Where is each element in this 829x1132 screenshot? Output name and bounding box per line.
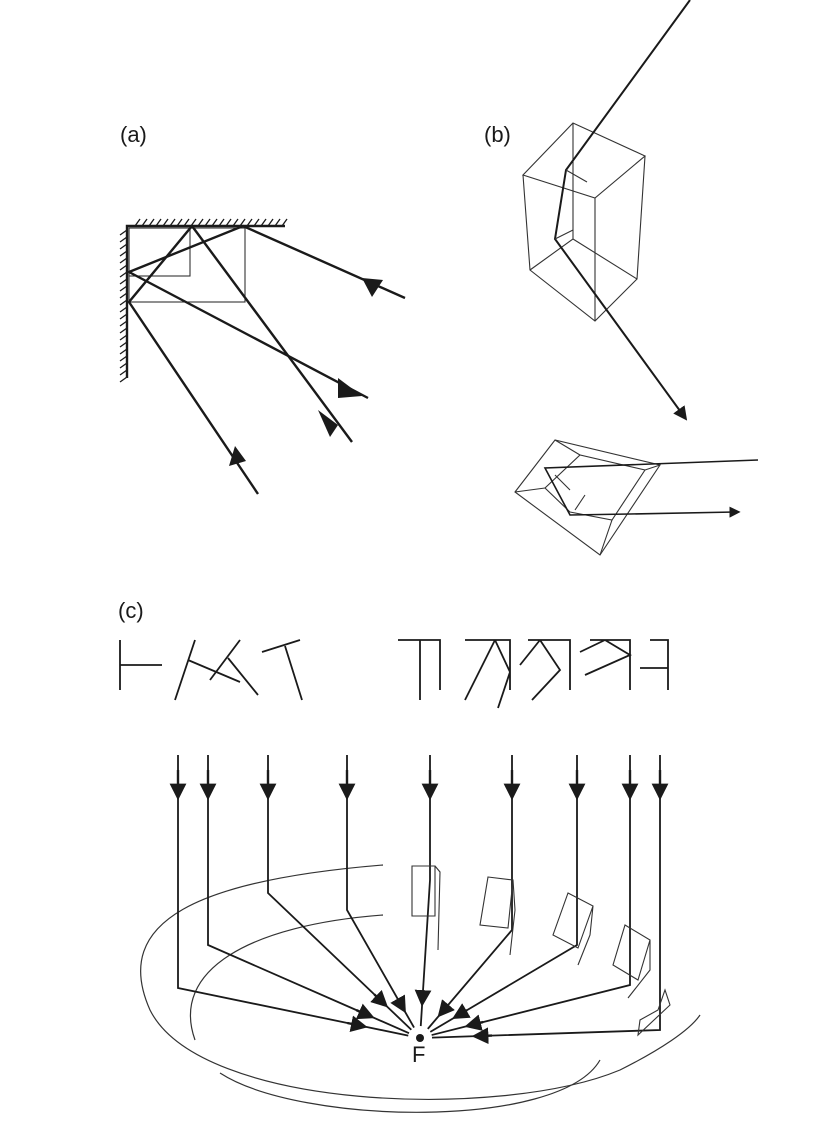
corner-cube-3d: [514, 0, 759, 556]
prism-edges: [514, 439, 661, 556]
arrowhead-icon: [318, 410, 338, 437]
incoming-ray: [346, 755, 415, 1029]
focus-point: [416, 1034, 424, 1042]
prism-ray-out: [629, 506, 741, 518]
mirror-corner: [125, 224, 285, 378]
incoming-ray: [207, 755, 410, 1035]
ray-arrow-icon: [452, 1003, 471, 1020]
arrowhead-icon: [229, 446, 246, 466]
ray-arrow-icon: [414, 989, 432, 1007]
arrowhead-icon: [362, 278, 383, 297]
incoming-ray: [431, 755, 661, 1039]
rim-ellipse: [219, 1059, 601, 1113]
cube-ray: [553, 0, 691, 421]
ray-arrow-icon: [464, 1014, 484, 1031]
focus-label: F: [412, 1042, 426, 1067]
outer-ellipse: [140, 864, 701, 1100]
ray-arrow-icon: [347, 1015, 368, 1033]
retroreflector-array: [140, 755, 701, 1113]
reflector-1: [411, 865, 441, 951]
reflector-5: [637, 988, 671, 1037]
reflection-sequence: [119, 639, 669, 709]
arrowhead-icon: [338, 378, 362, 398]
incoming-ray: [267, 755, 412, 1031]
rays: [169, 755, 669, 1045]
prism-ticks: [554, 474, 586, 511]
ray-1: [126, 224, 406, 400]
panel-c-label: (c): [118, 598, 144, 623]
ray-arrow-icon: [390, 994, 406, 1014]
ray-arrow-icon: [437, 999, 455, 1018]
reflector-3: [552, 892, 594, 966]
reflector-2: [479, 876, 516, 956]
incoming-ray: [427, 755, 513, 1030]
corner-reflector-2d: [119, 218, 406, 495]
ray-ticks: [554, 169, 588, 240]
prism-ray-in: [543, 459, 759, 516]
cube-sides: [522, 155, 646, 322]
inner-ellipse: [189, 914, 384, 1041]
panel-b-label: (b): [484, 122, 511, 147]
cube-top-face: [521, 122, 647, 199]
panel-a-label: (a): [120, 122, 147, 147]
incoming-ray: [419, 755, 431, 1027]
ray-arrow-icon: [355, 1003, 375, 1020]
reflector-4: [612, 924, 651, 999]
ray-2: [127, 224, 353, 495]
ray-arrow-icon: [370, 989, 389, 1008]
incoming-ray: [429, 755, 578, 1033]
incoming-ray: [431, 755, 631, 1036]
